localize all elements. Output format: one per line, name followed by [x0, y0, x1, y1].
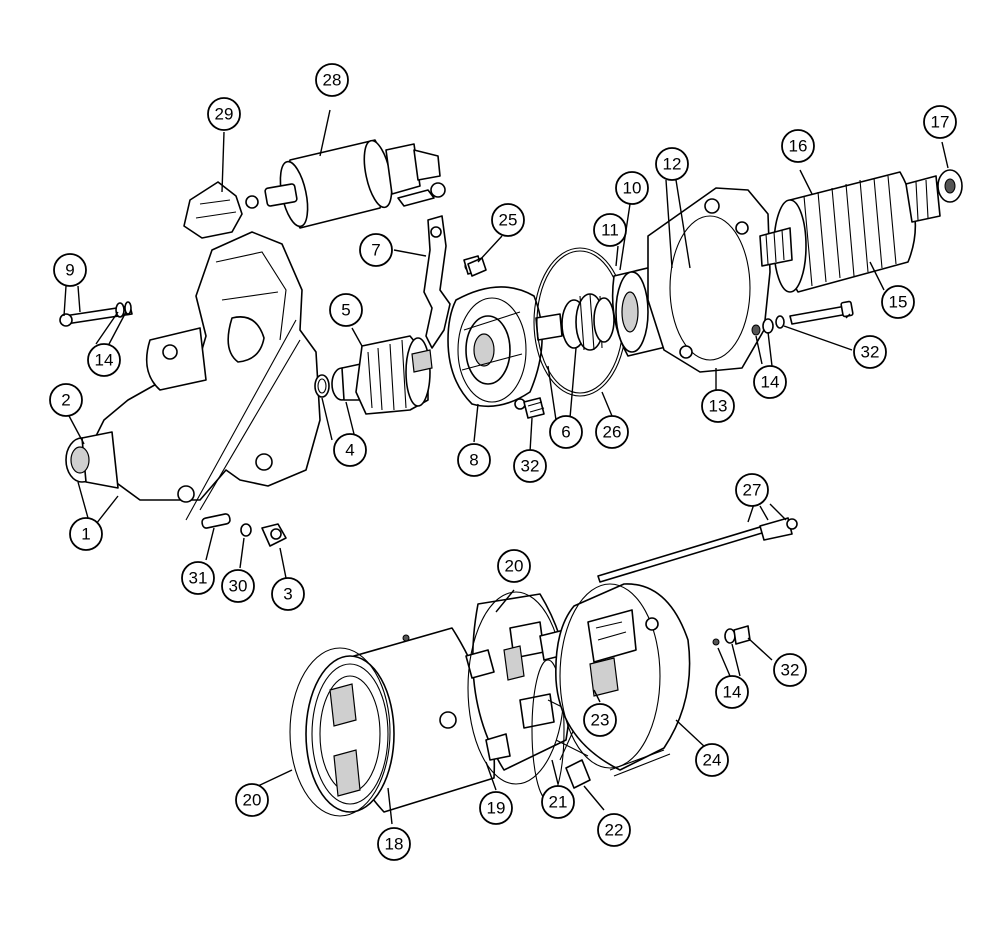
callout-15-label: 15: [889, 293, 908, 312]
callout-9: 9: [53, 253, 87, 287]
callout-31: 31: [181, 561, 215, 595]
bearing-plate-part: [447, 286, 543, 410]
callout-29-label: 29: [215, 105, 234, 124]
planetary-gear-shaft-part: [535, 293, 615, 351]
callout-31-label: 31: [189, 569, 208, 588]
callout-30-label: 30: [229, 577, 248, 596]
callout-10-label: 10: [623, 179, 642, 198]
callout-6-label: 6: [561, 423, 570, 442]
callout-18-label: 18: [385, 835, 404, 854]
callout-25: 25: [491, 203, 525, 237]
callout-32-upper-right-label: 32: [861, 343, 880, 362]
callout-5-label: 5: [341, 301, 350, 320]
callout-2-label: 2: [61, 391, 70, 410]
callout-21: 21: [541, 785, 575, 819]
callout-6: 6: [549, 415, 583, 449]
callout-27-label: 27: [743, 481, 762, 500]
callout-17-label: 17: [931, 113, 950, 132]
callout-11-label: 11: [601, 221, 619, 240]
callout-9-label: 9: [65, 261, 74, 280]
callout-16-label: 16: [789, 137, 808, 156]
callout-7-label: 7: [371, 241, 380, 260]
callout-32-middle-label: 32: [521, 457, 540, 476]
callout-25-label: 25: [499, 211, 518, 230]
callout-14-upper-right: 14: [753, 365, 787, 399]
screw-middle-part: [523, 397, 545, 419]
callout-26-label: 26: [603, 423, 622, 442]
callout-16: 16: [781, 129, 815, 163]
callout-20-lower: 20: [235, 783, 269, 817]
callout-1-label: 1: [81, 525, 90, 544]
callout-26: 26: [595, 415, 629, 449]
pinion-drive-part: [331, 335, 433, 415]
callout-19: 19: [479, 791, 513, 825]
through-rod-part: [597, 517, 798, 583]
callout-13-label: 13: [709, 397, 728, 416]
callout-23-label: 23: [591, 711, 610, 730]
solenoid-plunger-part: [183, 181, 243, 239]
callout-17: 17: [923, 105, 957, 139]
callout-22: 22: [597, 813, 631, 847]
callout-14-left: 14: [87, 343, 121, 377]
callout-15: 15: [881, 285, 915, 319]
end-bearing-part: [937, 169, 963, 203]
callout-4-label: 4: [345, 441, 354, 460]
bolt-washer-left-part: [59, 301, 133, 327]
screw-washer-right-part: [712, 625, 751, 646]
callout-18: 18: [377, 827, 411, 861]
callout-29: 29: [207, 97, 241, 131]
callout-3: 3: [271, 577, 305, 611]
callout-14-lower-right: 14: [715, 675, 749, 709]
callout-10: 10: [615, 171, 649, 205]
callout-21-label: 21: [549, 793, 568, 812]
callout-19-label: 19: [487, 799, 506, 818]
drive-end-housing-part: [93, 231, 321, 521]
callout-28: 28: [315, 63, 349, 97]
leader-lines: [63, 109, 949, 825]
callout-2: 2: [49, 383, 83, 417]
callout-27: 27: [735, 473, 769, 507]
callout-32-middle: 32: [513, 449, 547, 483]
callout-5: 5: [329, 293, 363, 327]
nose-bushing-part: [65, 431, 119, 489]
callout-32-lower-right: 32: [773, 653, 807, 687]
end-housing-plate-part: [647, 187, 771, 373]
callout-14-left-label: 14: [95, 351, 114, 370]
callout-24: 24: [695, 743, 729, 777]
callout-20-upper-label: 20: [505, 557, 524, 576]
thrust-ring-part: [314, 374, 330, 398]
callout-4: 4: [333, 433, 367, 467]
clip-part: [565, 759, 591, 789]
callout-8-label: 8: [469, 451, 478, 470]
callout-13: 13: [701, 389, 735, 423]
callout-28-label: 28: [323, 71, 342, 90]
callout-30: 30: [221, 569, 255, 603]
field-frame-part: [289, 627, 496, 817]
callout-14-upper-right-label: 14: [761, 373, 780, 392]
armature-part: [759, 171, 941, 293]
callout-32-lower-right-label: 32: [781, 661, 800, 680]
callout-11: 11: [593, 213, 627, 247]
callout-12: 12: [655, 147, 689, 181]
callout-20-upper: 20: [497, 549, 531, 583]
pin-bush-plug-part: [201, 513, 287, 547]
brush-holder-part: [465, 591, 571, 785]
callout-22-label: 22: [605, 821, 624, 840]
callout-32-upper-right: 32: [853, 335, 887, 369]
callout-7: 7: [359, 233, 393, 267]
callout-24-label: 24: [703, 751, 722, 770]
callout-8: 8: [457, 443, 491, 477]
end-cap-part: [555, 583, 691, 777]
through-bolt-right-part: [751, 300, 854, 336]
solenoid-part: [245, 139, 446, 229]
callout-1: 1: [69, 517, 103, 551]
callout-3-label: 3: [283, 585, 292, 604]
callout-20-lower-label: 20: [243, 791, 262, 810]
callout-12-label: 12: [663, 155, 682, 174]
callout-14-lower-right-label: 14: [723, 683, 742, 702]
screw-part: [467, 257, 487, 277]
callout-23: 23: [583, 703, 617, 737]
